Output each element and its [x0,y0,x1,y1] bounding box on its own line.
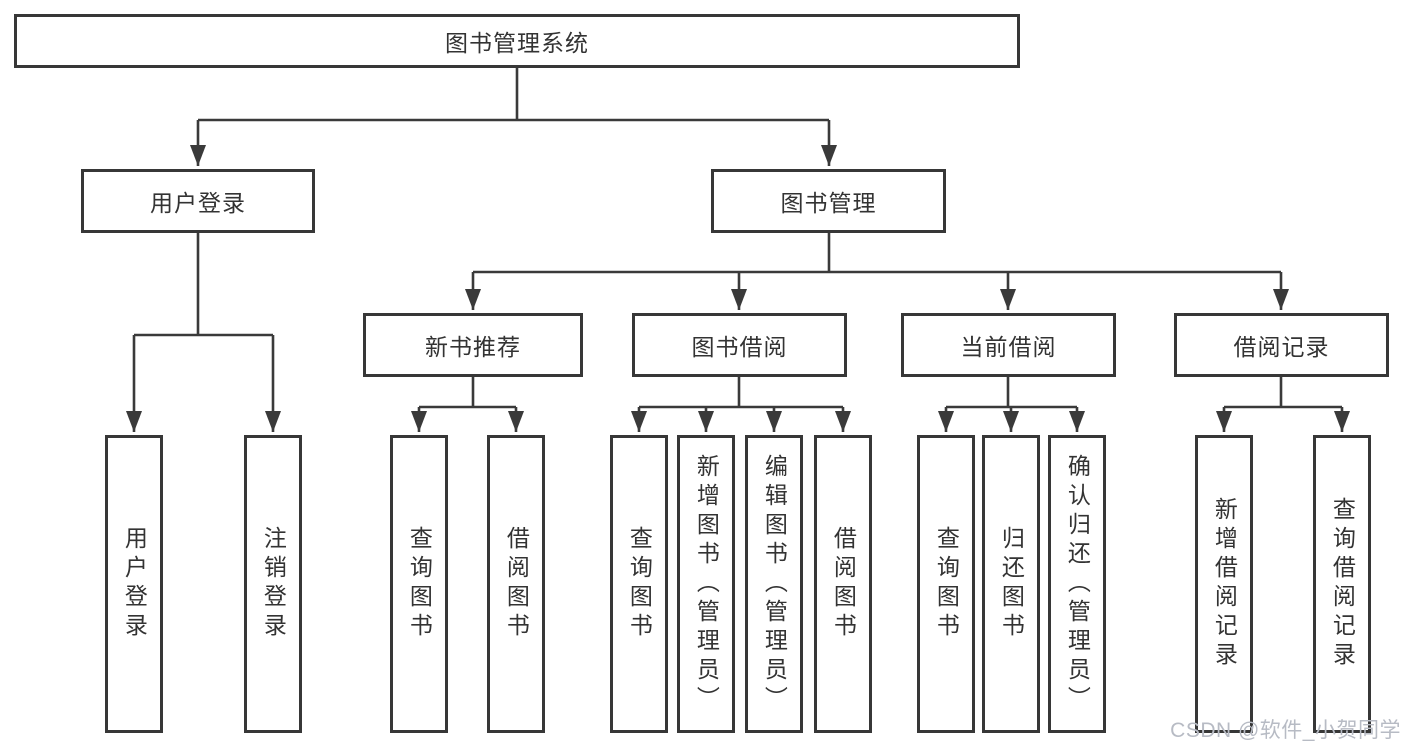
node-query-books-recommend: 查询图书 [390,435,448,733]
node-label: 图书管理 [780,190,877,216]
node-borrowing-records: 借阅记录 [1174,313,1389,377]
node-label: 确认归还（管理员） [1064,453,1091,715]
node-label: 查询图书 [626,526,653,642]
node-query-books-borrowing: 查询图书 [610,435,668,733]
node-add-borrow-record: 新增借阅记录 [1195,435,1253,733]
node-label: 当前借阅 [960,334,1057,360]
node-new-book-recommend: 新书推荐 [363,313,583,377]
node-current-borrowing: 当前借阅 [901,313,1116,377]
node-label: 注销登录 [260,526,287,642]
node-root-label: 图书管理系统 [445,30,589,56]
node-label: 新书推荐 [425,334,521,360]
node-root: 图书管理系统 [14,14,1020,68]
node-query-borrow-record: 查询借阅记录 [1313,435,1371,733]
node-label: 图书借阅 [691,334,788,360]
node-add-books-admin: 新增图书（管理员） [677,435,735,733]
node-label: 新增图书（管理员） [693,453,720,715]
node-confirm-return-admin: 确认归还（管理员） [1048,435,1106,733]
node-user-login-branch: 用户登录 [81,169,315,233]
node-label: 查询图书 [933,526,960,642]
node-label: 归还图书 [998,526,1025,642]
node-label: 查询图书 [406,526,433,642]
csdn-watermark-text: CSDN @软件_小贺同学 [1170,719,1401,742]
node-label: 借阅记录 [1233,334,1330,360]
node-label: 用户登录 [121,526,148,642]
node-query-books-current: 查询图书 [917,435,975,733]
node-edit-books-admin: 编辑图书（管理员） [745,435,803,733]
node-label: 借阅图书 [830,526,857,642]
node-return-books: 归还图书 [982,435,1040,733]
node-label: 查询借阅记录 [1329,497,1356,671]
node-label: 新增借阅记录 [1211,497,1238,671]
node-book-borrowing: 图书借阅 [632,313,847,377]
node-logout: 注销登录 [244,435,302,733]
node-borrow-books-leaf: 借阅图书 [814,435,872,733]
node-borrow-books-recommend: 借阅图书 [487,435,545,733]
csdn-watermark: CSDN @软件_小贺同学 [1170,714,1401,744]
node-label: 用户登录 [150,190,246,216]
node-label: 借阅图书 [503,526,530,642]
node-book-management-branch: 图书管理 [711,169,946,233]
node-label: 编辑图书（管理员） [761,453,788,715]
node-user-login-leaf: 用户登录 [105,435,163,733]
